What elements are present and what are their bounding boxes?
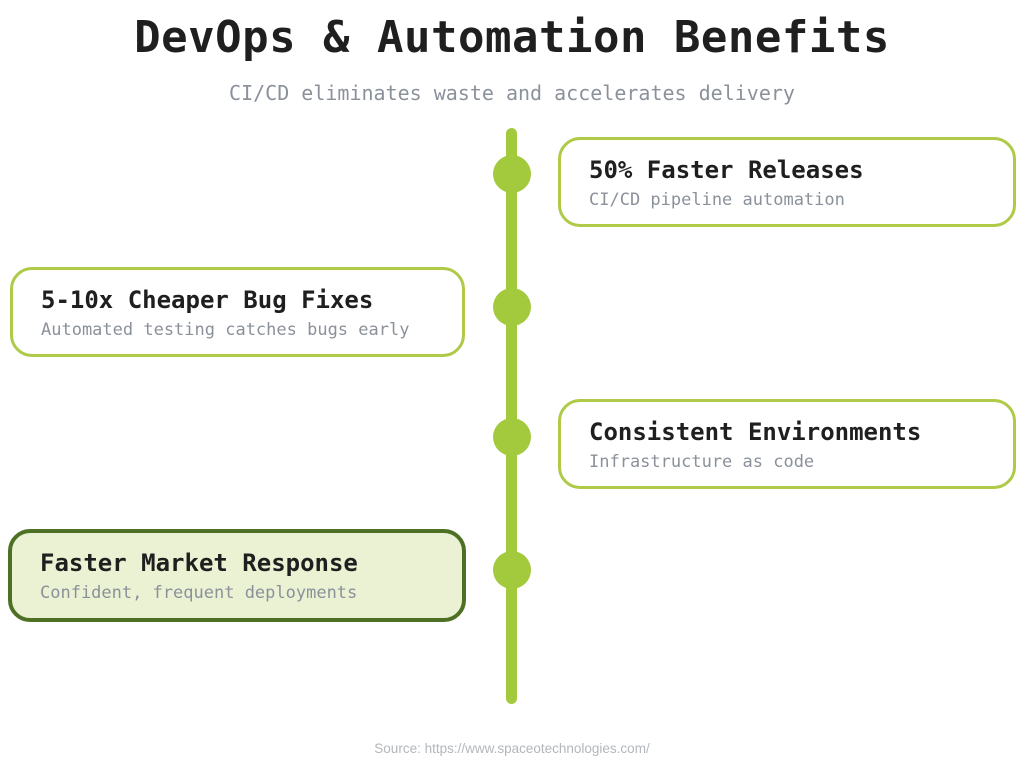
card-consistent-environments: Consistent Environments Infrastructure a…: [558, 399, 1016, 489]
card-subtitle: Infrastructure as code: [589, 452, 815, 472]
page-title: DevOps & Automation Benefits: [134, 12, 890, 63]
card-faster-market-response: Faster Market Response Confident, freque…: [8, 529, 466, 622]
card-title: 5-10x Cheaper Bug Fixes: [41, 286, 374, 314]
source-text: Source: https://www.spaceotechnologies.c…: [374, 741, 650, 756]
card-cheaper-bug-fixes: 5-10x Cheaper Bug Fixes Automated testin…: [10, 267, 465, 357]
card-title: Faster Market Response: [40, 549, 358, 577]
card-subtitle: Confident, frequent deployments: [40, 583, 358, 603]
timeline-node-4: [493, 551, 531, 589]
timeline-node-1: [493, 155, 531, 193]
timeline-node-2: [493, 288, 531, 326]
timeline-line: [506, 128, 517, 704]
card-faster-releases: 50% Faster Releases CI/CD pipeline autom…: [558, 137, 1016, 227]
card-subtitle: Automated testing catches bugs early: [41, 320, 410, 340]
card-title: Consistent Environments: [589, 418, 922, 446]
page-subtitle: CI/CD eliminates waste and accelerates d…: [229, 81, 795, 105]
timeline-node-3: [493, 418, 531, 456]
card-subtitle: CI/CD pipeline automation: [589, 190, 845, 210]
card-title: 50% Faster Releases: [589, 156, 864, 184]
